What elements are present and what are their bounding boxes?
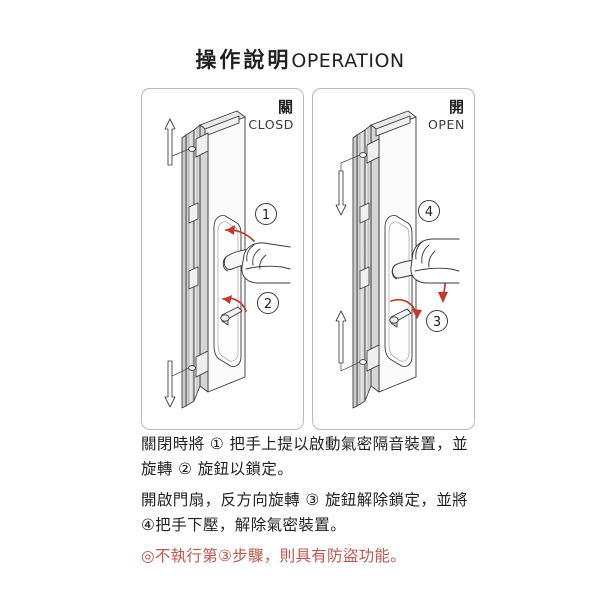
- instruction-line-4: ④把手下壓，解除氣密裝置。: [141, 516, 347, 534]
- door-diagram-open: 4 3: [335, 110, 460, 409]
- security-warning-note: ◎不執行第③步驟，則具有防盜功能。: [141, 547, 407, 565]
- page-title-latin: OPERATION: [291, 50, 405, 72]
- thumbturn-knob-open: [389, 308, 412, 328]
- callout-4: 4: [418, 200, 440, 222]
- panel-open: 開 OPEN: [312, 88, 475, 430]
- panel-closed: 關 CLOSD: [141, 88, 304, 430]
- instruction-text-block: 關閉時將 ① 把手上提以啟動氣密隔音裝置，並 旋轉 ② 旋鈕以鎖定。 開啟門扇，…: [141, 432, 481, 569]
- svg-text:1: 1: [262, 208, 270, 223]
- panel-closed-label-latin: CLOSD: [248, 117, 294, 132]
- callout-3: 3: [426, 310, 448, 332]
- panel-closed-label-cjk: 關: [277, 98, 294, 116]
- bolt-arrow-down-open: [335, 170, 347, 216]
- door-diagram-closed: 1 2: [164, 110, 291, 409]
- instruction-line-1: 關閉時將 ① 把手上提以啟動氣密隔音裝置，並: [141, 435, 469, 453]
- red-arrowhead-unlock: [412, 309, 422, 319]
- hand-illustration-closed: [241, 242, 291, 284]
- red-arrowhead-lift: [226, 225, 235, 235]
- page-title: 操作說明OPERATION: [0, 44, 600, 74]
- red-arrowhead-lock: [223, 295, 232, 304]
- callout-1: 1: [255, 203, 277, 225]
- page-title-cjk: 操作說明: [195, 48, 292, 72]
- svg-text:4: 4: [425, 205, 433, 220]
- instruction-line-2: 旋轉 ② 旋鈕以鎖定。: [141, 460, 294, 478]
- hand-illustration-open: [410, 238, 460, 284]
- instruction-line-3: 開啟門扇，反方向旋轉 ③ 旋鈕解除鎖定，並將: [141, 491, 469, 509]
- panel-open-label-cjk: 開: [448, 98, 465, 116]
- bolt-arrow-up-open: [335, 310, 347, 364]
- callout-2: 2: [257, 292, 279, 314]
- svg-text:3: 3: [433, 315, 441, 330]
- thumbturn-knob-closed: [220, 306, 243, 326]
- bolt-arrow-up-closed: [164, 118, 176, 166]
- bolt-arrow-down-closed: [164, 360, 176, 408]
- panel-open-label-latin: OPEN: [427, 117, 465, 132]
- red-arrowhead-down: [438, 292, 448, 303]
- svg-text:2: 2: [264, 297, 272, 312]
